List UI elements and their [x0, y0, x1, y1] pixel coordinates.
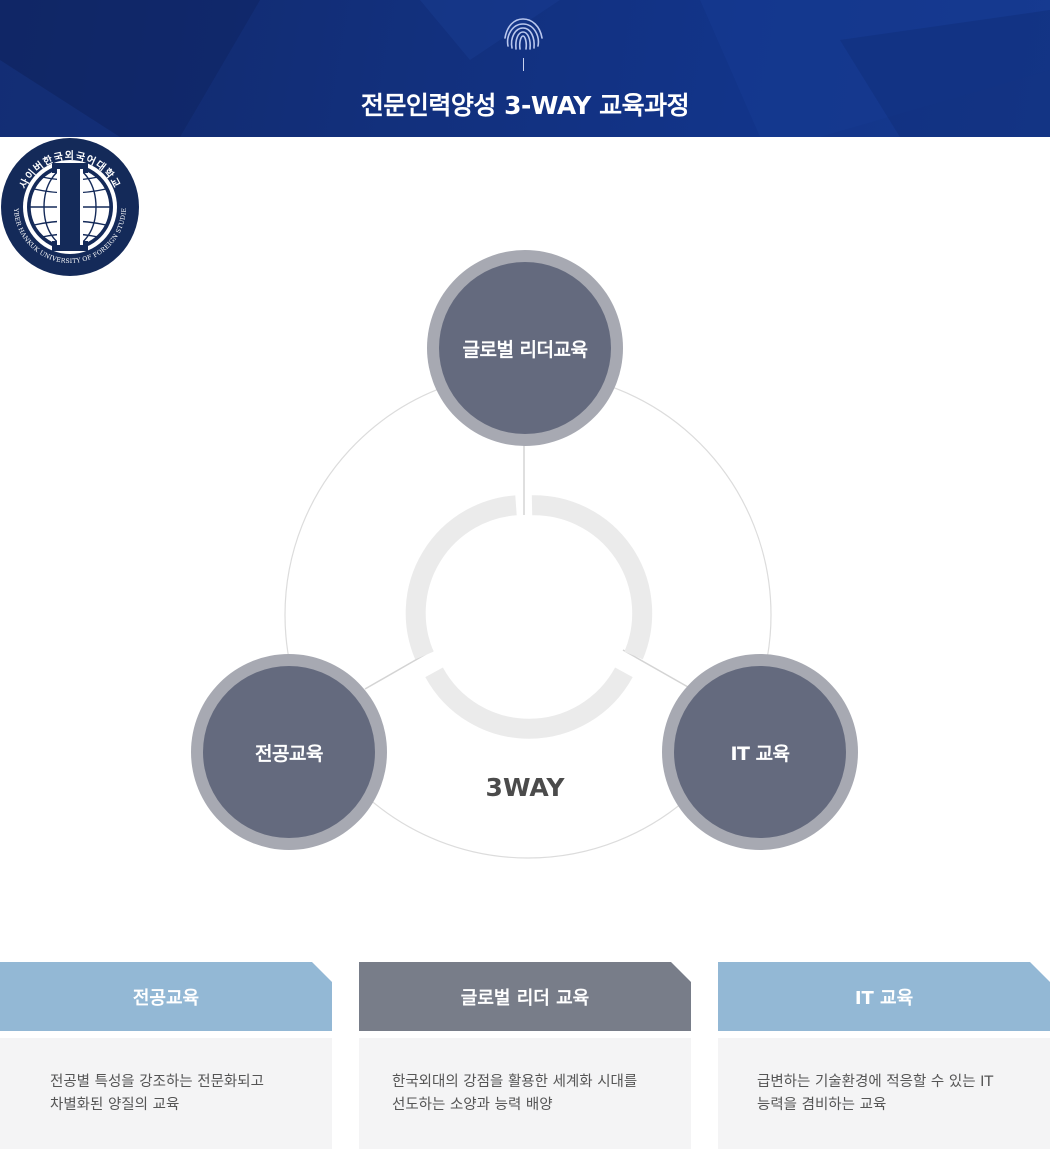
card-it-body: 급변하는 기술환경에 적응할 수 있는 IT 능력을 겸비하는 교육	[718, 1038, 1050, 1149]
node-major-label: 전공교육	[203, 666, 375, 838]
course-cards: 전공교육 전공별 특성을 강조하는 전문화되고 차별화된 양질의 교육 글로벌 …	[0, 962, 1050, 1149]
node-global-leader-label: 글로벌 리더교육	[439, 262, 611, 434]
header-background-pattern	[0, 0, 1050, 137]
card-global-leader-title: 글로벌 리더 교육	[359, 962, 691, 1031]
card-global-leader-line-2: 선도하는 소양과 능력 배양	[392, 1097, 553, 1113]
card-major-body: 전공별 특성을 강조하는 전문화되고 차별화된 양질의 교육	[0, 1038, 332, 1149]
university-logo: 사이버한국외국어대학교 CYBER HANKUK UNIVERSITY OF F…	[0, 137, 139, 276]
node-global-leader: 글로벌 리더교육	[427, 250, 623, 446]
card-it-title: IT 교육	[718, 962, 1050, 1031]
header-divider	[523, 58, 524, 71]
card-global-leader-line-1: 한국외대의 강점을 활용한 세계화 시대를	[392, 1074, 638, 1090]
node-it-label: IT 교육	[674, 666, 846, 838]
card-major-line-2: 차별화된 양질의 교육	[50, 1097, 180, 1113]
card-major: 전공교육 전공별 특성을 강조하는 전문화되고 차별화된 양질의 교육	[0, 962, 332, 1149]
card-major-line-1: 전공별 특성을 강조하는 전문화되고	[50, 1074, 264, 1090]
fingerprint-icon	[504, 18, 543, 50]
page-title: 전문인력양성 3-WAY 교육과정	[360, 91, 690, 120]
diagram-connectors	[284, 371, 772, 859]
node-major: 전공교육	[191, 654, 387, 850]
node-it: IT 교육	[662, 654, 858, 850]
card-global-leader-body: 한국외대의 강점을 활용한 세계화 시대를 선도하는 소양과 능력 배양	[359, 1038, 691, 1149]
card-global-leader: 글로벌 리더 교육 한국외대의 강점을 활용한 세계화 시대를 선도하는 소양과…	[359, 962, 691, 1149]
center-label: 3WAY	[485, 773, 565, 802]
card-major-title: 전공교육	[0, 962, 332, 1031]
card-it-line-1: 급변하는 기술환경에 적응할 수 있는 IT	[757, 1074, 994, 1090]
three-way-diagram: 사이버한국외국어대학교 CYBER HANKUK UNIVERSITY OF F…	[0, 137, 1050, 937]
page-header: 전문인력양성 3-WAY 교육과정	[0, 0, 1050, 137]
card-it-line-2: 능력을 겸비하는 교육	[757, 1097, 887, 1113]
card-it: IT 교육 급변하는 기술환경에 적응할 수 있는 IT 능력을 겸비하는 교육	[718, 962, 1050, 1149]
